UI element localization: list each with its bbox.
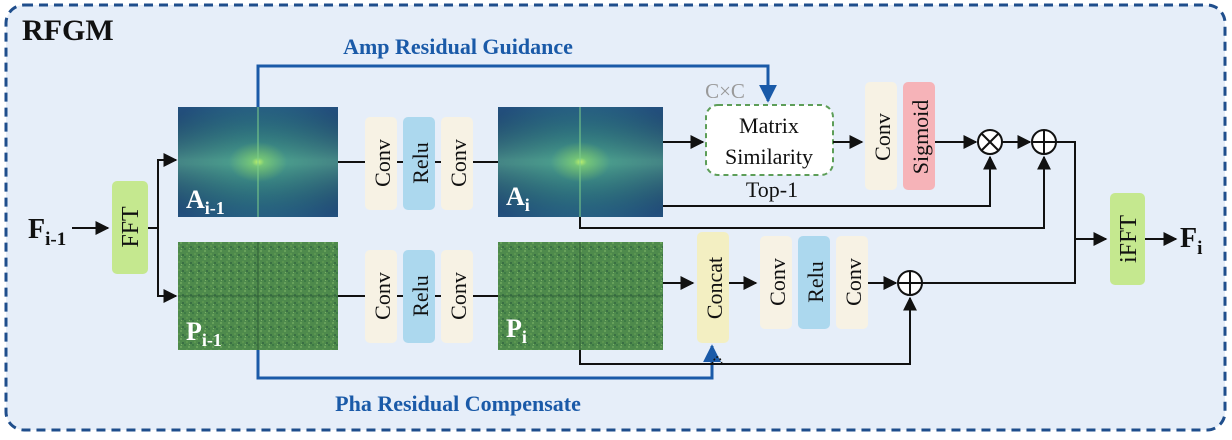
pha-conv-1 <box>365 250 397 343</box>
ifft-label: iFFT <box>1116 215 1142 263</box>
fft-to-amp-arrow <box>148 153 178 229</box>
pha-conv-3 <box>760 236 792 329</box>
matrix-similarity-box <box>705 104 834 176</box>
pha-prev-label: Pi-1 <box>186 317 222 350</box>
amp-cur-label: Ai <box>506 182 530 215</box>
amp-conv-2 <box>441 117 473 210</box>
cxc-label: C×C <box>705 79 745 103</box>
fft-label: FFT <box>118 206 144 248</box>
pha-compensate-label: Pha Residual Compensate <box>335 391 581 416</box>
input-label: Fi-1 <box>28 214 66 250</box>
sigmoid-label: Sigmoid <box>908 100 933 175</box>
pha-relu <box>403 250 435 343</box>
amp-prev-label: Ai-1 <box>186 185 225 218</box>
fft-block <box>112 181 148 274</box>
amp-conv-3 <box>865 82 897 190</box>
amp-prev-image <box>178 107 338 217</box>
amp-guidance-arrow <box>256 64 777 107</box>
pha-cur-label: Pi <box>506 314 527 347</box>
module-frame <box>4 3 1227 432</box>
pha-cur-image <box>498 242 663 350</box>
module-title: RFGM <box>22 14 114 47</box>
top1-label: Top-1 <box>746 177 798 202</box>
amp-conv-3-label: Conv <box>870 113 895 161</box>
amp-relu-label: Relu <box>408 142 433 184</box>
pha-to-ifft-line <box>922 239 1076 284</box>
matrix-line1: Matrix <box>739 113 799 138</box>
amp-cur-image <box>498 107 663 217</box>
pha-relu-label: Relu <box>408 275 433 317</box>
pha-conv-4-label: Conv <box>841 258 866 306</box>
pha-skip-to-add-arrow <box>579 296 917 365</box>
sigmoid-block <box>903 82 935 190</box>
ifft-block <box>1110 193 1145 285</box>
amp-relu <box>403 117 435 210</box>
amp-conv-2-label: Conv <box>446 139 471 187</box>
fft-to-pha-arrow <box>157 228 178 303</box>
pha-relu-2 <box>798 236 830 329</box>
amp-guidance-label: Amp Residual Guidance <box>343 34 573 59</box>
concat-block <box>697 232 729 343</box>
pha-conv-3-label: Conv <box>765 258 790 306</box>
matrix-line2: Similarity <box>725 144 813 169</box>
amp-conv-1 <box>365 117 397 210</box>
concat-label: Concat <box>702 257 727 319</box>
pha-conv-2 <box>441 250 473 343</box>
pha-conv-4 <box>836 236 868 329</box>
amp-conv-1-label: Conv <box>370 139 395 187</box>
pha-conv-1-label: Conv <box>370 272 395 320</box>
amp-to-ifft-arrow <box>1056 141 1108 246</box>
output-label: Fi <box>1180 223 1202 259</box>
pha-prev-image <box>178 242 338 350</box>
amp-skip-to-add-arrow <box>579 155 1051 229</box>
pha-conv-2-label: Conv <box>446 272 471 320</box>
pha-compensate-arrow <box>256 344 721 380</box>
pha-relu-2-label: Relu <box>803 261 828 303</box>
amp-to-mul-arrow <box>663 155 997 207</box>
